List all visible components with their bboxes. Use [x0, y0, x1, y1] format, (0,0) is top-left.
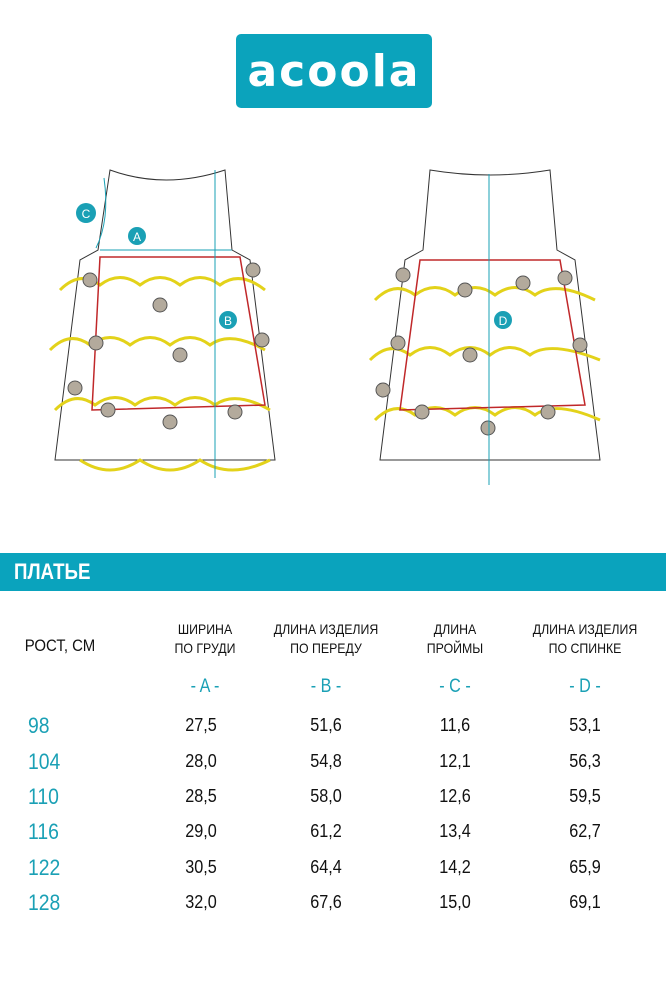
- size-label: 128: [28, 890, 61, 915]
- table-cell: 64,4: [310, 857, 342, 877]
- table-row: 110 28,5 58,0 12,6 59,5: [0, 784, 666, 814]
- table-cell: 56,3: [569, 751, 601, 771]
- table-cell: 32,0: [185, 892, 217, 912]
- logo-text: acoola: [247, 45, 421, 97]
- header-line: ДЛИНА: [433, 621, 477, 637]
- section-title: ПЛАТЬЕ: [14, 559, 91, 584]
- letter-d: - D -: [569, 676, 601, 697]
- table-cell: 51,6: [310, 715, 342, 735]
- letter-a: - A -: [190, 676, 220, 697]
- column-header-d: ДЛИНА ИЗДЕЛИЯ ПО СПИНКЕ: [523, 620, 646, 658]
- table-cell: 67,6: [310, 892, 342, 912]
- table-cell: 28,0: [185, 751, 217, 771]
- table-cell: 28,5: [185, 786, 217, 806]
- header-line: ПО ПЕРЕДУ: [290, 640, 362, 656]
- header-line: ПО СПИНКЕ: [548, 640, 622, 656]
- table-cell: 30,5: [185, 857, 217, 877]
- header-line: ПРОЙМЫ: [426, 640, 484, 656]
- label-d: D: [499, 314, 508, 328]
- table-row: 104 28,0 54,8 12,1 56,3: [0, 749, 666, 779]
- table-cell: 53,1: [569, 715, 601, 735]
- size-label: 98: [28, 713, 50, 738]
- header-line: ДЛИНА ИЗДЕЛИЯ: [273, 621, 379, 637]
- table-cell: 62,7: [569, 821, 601, 841]
- section-header: ПЛАТЬЕ: [0, 553, 666, 591]
- table-cell: 69,1: [569, 892, 601, 912]
- column-header-c: ДЛИНА ПРОЙМЫ: [407, 620, 504, 658]
- table-cell: 12,6: [439, 786, 471, 806]
- header-line: ШИРИНА: [177, 621, 233, 637]
- table-cell: 59,5: [569, 786, 601, 806]
- table-cell: 27,5: [185, 715, 217, 735]
- back-dress: [368, 169, 601, 485]
- table-row: 116 29,0 61,2 13,4 62,7: [0, 819, 666, 849]
- column-header-a: ШИРИНА ПО ГРУДИ: [152, 620, 258, 658]
- table-cell: 29,0: [185, 821, 217, 841]
- row-header: РОСТ, СМ: [24, 636, 96, 655]
- header-line: ПО ГРУДИ: [174, 640, 236, 656]
- table-row: 128 32,0 67,6 15,0 69,1: [0, 890, 666, 920]
- label-c: C: [82, 207, 91, 221]
- table-cell: 13,4: [439, 821, 471, 841]
- label-a: A: [133, 230, 141, 244]
- table-cell: 11,6: [439, 715, 471, 735]
- size-label: 104: [28, 749, 61, 774]
- size-label: 122: [28, 855, 61, 880]
- letter-c: - C -: [439, 676, 471, 697]
- table-cell: 65,9: [569, 857, 601, 877]
- size-label: 110: [28, 784, 59, 809]
- header-line: ДЛИНА ИЗДЕЛИЯ: [532, 621, 638, 637]
- table-cell: 15,0: [439, 892, 471, 912]
- size-label: 116: [28, 819, 59, 844]
- table-row: 122 30,5 64,4 14,2 65,9: [0, 855, 666, 885]
- brand-logo: acoola: [236, 34, 432, 108]
- label-markers: [76, 203, 512, 329]
- label-b: B: [224, 314, 232, 328]
- letter-b: - B -: [310, 676, 342, 697]
- front-dress: [48, 169, 276, 478]
- table-cell: 14,2: [439, 857, 471, 877]
- table-cell: 58,0: [310, 786, 342, 806]
- column-header-b: ДЛИНА ИЗДЕЛИЯ ПО ПЕРЕДУ: [264, 620, 387, 658]
- table-cell: 61,2: [310, 821, 342, 841]
- table-cell: 54,8: [310, 751, 342, 771]
- table-row: 98 27,5 51,6 11,6 53,1: [0, 713, 666, 743]
- dress-illustration: A B C D: [48, 169, 601, 485]
- table-cell: 12,1: [439, 751, 471, 771]
